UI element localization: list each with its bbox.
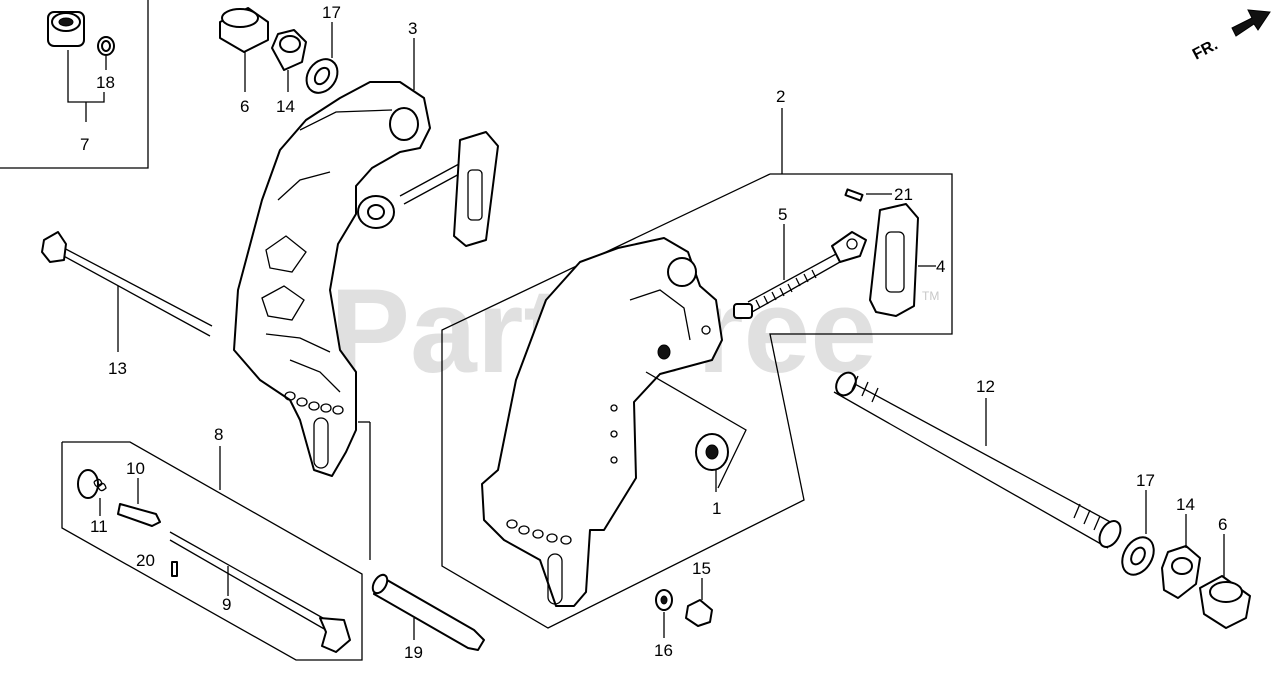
part-1-washer bbox=[695, 433, 729, 471]
leader-1 bbox=[645, 371, 747, 489]
callout-10: 10 bbox=[126, 459, 145, 478]
callout-18: 18 bbox=[96, 73, 115, 92]
part-19-pipe bbox=[371, 573, 485, 651]
part-16-washer bbox=[655, 589, 673, 611]
watermark-tm: TM bbox=[922, 289, 939, 303]
callout-16: 16 bbox=[654, 641, 673, 660]
callout-19: 19 bbox=[404, 643, 423, 662]
callout-8: 8 bbox=[214, 425, 223, 444]
callout-14-top: 14 bbox=[276, 97, 295, 116]
callout-5: 5 bbox=[778, 205, 787, 224]
part-20-pin bbox=[171, 561, 178, 577]
part-13-bolt bbox=[41, 231, 213, 337]
part-3-swivel-bracket-left bbox=[233, 81, 431, 477]
callout-12: 12 bbox=[976, 377, 995, 396]
part-9-tilt-rod bbox=[169, 531, 351, 653]
part-10-lock-plate bbox=[117, 503, 161, 527]
callout-17-bottom: 17 bbox=[1136, 471, 1155, 490]
callout-1: 1 bbox=[712, 499, 721, 518]
callout-4: 4 bbox=[936, 257, 945, 276]
callout-6-bottom: 6 bbox=[1218, 515, 1227, 534]
group-8-box bbox=[61, 441, 363, 661]
part-6-cap-bottom bbox=[1199, 575, 1251, 629]
callout-17-top: 17 bbox=[322, 3, 341, 22]
part-14-nut-bottom bbox=[1161, 545, 1201, 599]
callout-21: 21 bbox=[894, 185, 913, 204]
callout-3: 3 bbox=[408, 19, 417, 38]
callout-20: 20 bbox=[136, 551, 155, 570]
part-5-thumb-screw bbox=[733, 231, 867, 319]
callout-13: 13 bbox=[108, 359, 127, 378]
part-14-nut-top bbox=[271, 29, 307, 71]
clamp-screw-left bbox=[357, 131, 499, 247]
callout-7: 7 bbox=[80, 135, 89, 154]
part-15-nut bbox=[685, 599, 713, 627]
part-2-swivel-bracket-right bbox=[481, 237, 723, 607]
callout-14-bottom: 14 bbox=[1176, 495, 1195, 514]
callout-11: 11 bbox=[90, 517, 108, 536]
callout-9: 9 bbox=[222, 595, 231, 614]
group-2-box bbox=[441, 173, 953, 629]
part-7-bushing bbox=[47, 11, 85, 47]
part-4-clamp-plate bbox=[869, 203, 919, 317]
part-6-cap-top bbox=[219, 7, 269, 53]
part-18-o-ring bbox=[97, 36, 115, 56]
callout-6-top: 6 bbox=[240, 97, 249, 116]
part-11-spring bbox=[77, 469, 107, 499]
part-12-swivel-shaft bbox=[833, 371, 1122, 549]
front-arrow-icon bbox=[1231, 9, 1271, 37]
callout-15: 15 bbox=[692, 559, 711, 578]
part-17-washer-bottom bbox=[1121, 536, 1155, 576]
part-17-washer-top bbox=[305, 58, 339, 94]
part-21-pin bbox=[844, 188, 864, 202]
front-direction-indicator: FR. bbox=[1190, 9, 1271, 64]
front-label: FR. bbox=[1190, 36, 1221, 63]
callout-2: 2 bbox=[776, 87, 785, 106]
inset-box bbox=[0, 0, 149, 169]
